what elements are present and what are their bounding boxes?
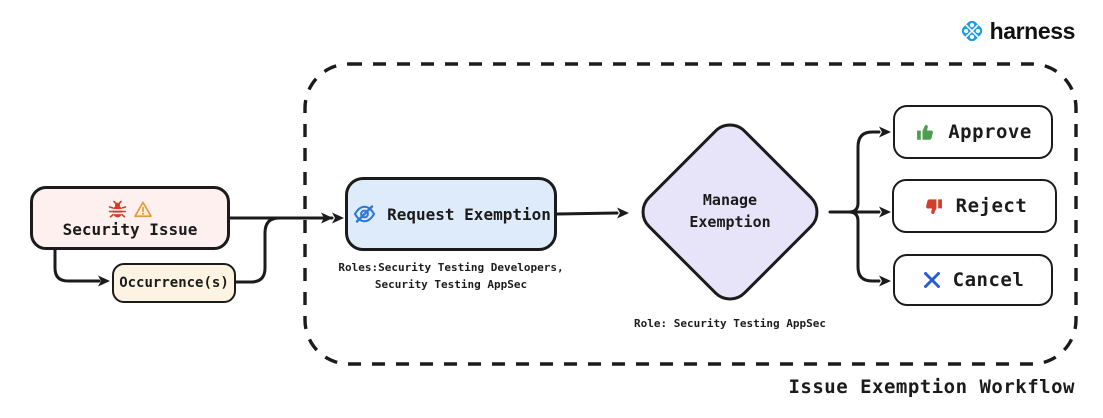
harness-logo-icon bbox=[961, 20, 982, 42]
edge-manage-to-cancel bbox=[847, 210, 881, 283]
reject-label: Reject bbox=[955, 195, 1028, 217]
edge-request-to-manage bbox=[555, 211, 619, 216]
harness-brand: harness bbox=[957, 16, 1075, 46]
approve-label: Approve bbox=[948, 121, 1032, 143]
request-exemption-node: Request Exemption bbox=[345, 177, 557, 251]
diagram-title: Issue Exemption Workflow bbox=[788, 376, 1075, 398]
edge-occurrence-to-request bbox=[234, 216, 334, 284]
warning-icon bbox=[133, 201, 152, 217]
security-issue-node: Security Issue bbox=[30, 186, 230, 250]
occurrence-label: Occurrence(s) bbox=[119, 275, 229, 291]
reject-node: Reject bbox=[892, 179, 1057, 233]
workflow-boundary bbox=[303, 62, 1078, 366]
approve-node: Approve bbox=[893, 105, 1053, 159]
thumbs-down-icon bbox=[925, 198, 942, 214]
harness-wordmark: harness bbox=[989, 17, 1076, 44]
edge-manage-to-approve bbox=[847, 130, 881, 214]
x-icon bbox=[923, 272, 940, 288]
manage-exemption-role-note: Role: Security Testing AppSec bbox=[633, 317, 827, 330]
cancel-label: Cancel bbox=[952, 269, 1025, 291]
arrowheads bbox=[98, 126, 891, 287]
request-exemption-label: Request Exemption bbox=[387, 204, 551, 224]
bug-icon bbox=[108, 200, 126, 218]
thumbs-up-icon bbox=[917, 124, 934, 140]
edge-security-to-occurrence bbox=[53, 248, 101, 283]
request-exemption-roles-note: Roles:Security Testing Developers, Secur… bbox=[338, 261, 564, 291]
security-issue-label: Security Issue bbox=[62, 220, 198, 239]
eye-off-icon bbox=[353, 205, 376, 223]
occurrence-node: Occurrence(s) bbox=[112, 263, 236, 303]
manage-exemption-label: Manage Exemption bbox=[689, 191, 771, 231]
cancel-node: Cancel bbox=[893, 254, 1053, 306]
security-issue-icons bbox=[108, 199, 153, 219]
